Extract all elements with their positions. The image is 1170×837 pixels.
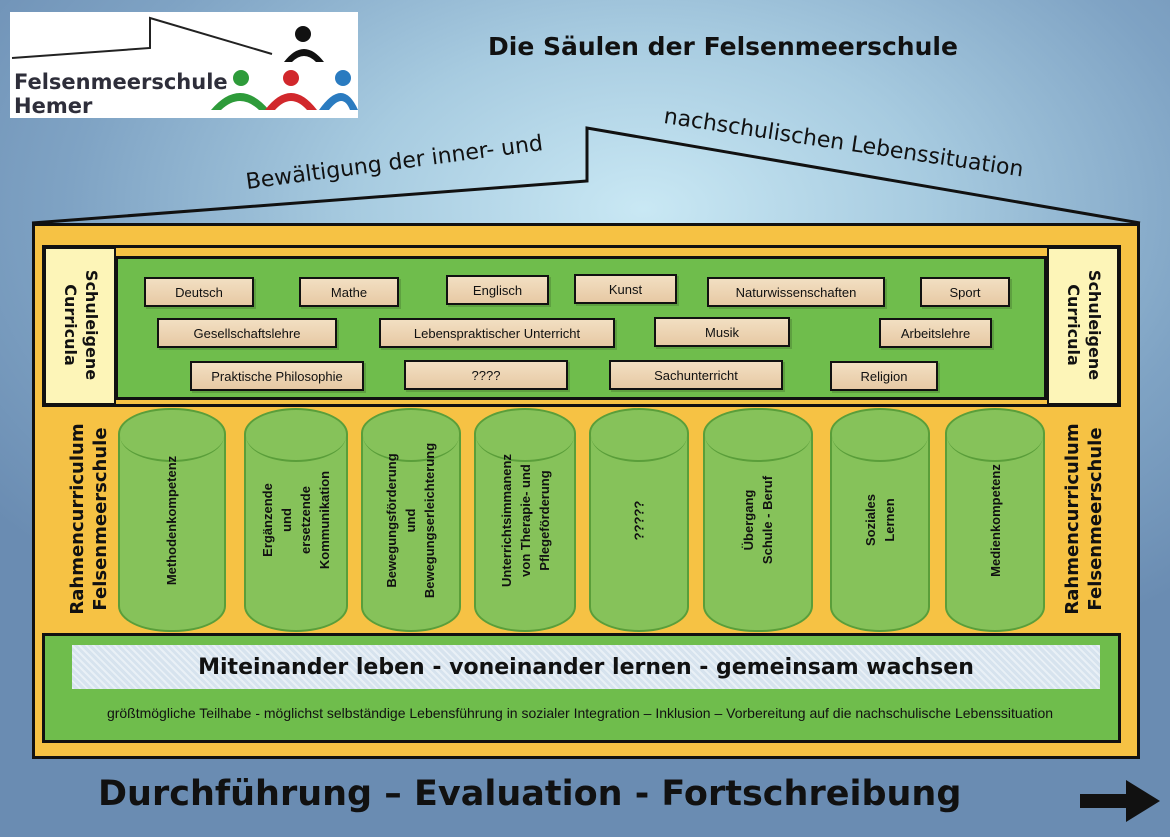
footer-process-text: Durchführung – Evaluation - Fortschreibu… [98,774,962,814]
subject-deutsch: Deutsch [144,277,254,307]
pillar-methodenkompetenz: Methodenkompetenz [118,408,226,632]
subject-musik: Musik [654,317,790,347]
curricula-row-frame [42,245,1121,407]
pillar-therapie-pflege: Unterrichtsimmanenz von Therapie- und Pf… [474,408,576,632]
subject-praktische-philosophie: Praktische Philosophie [190,361,364,391]
pillar-unknown: ????? [589,408,689,632]
goals-text: größtmögliche Teilhabe - möglichst selbs… [106,705,1054,721]
curricula-right-panel [1047,247,1119,405]
subject-gesellschaftslehre: Gesellschaftslehre [157,318,337,348]
school-logo: Felsenmeerschule Hemer [10,12,358,118]
subject-unknown: ???? [404,360,568,390]
curricula-left-panel [44,247,116,405]
motto-banner: Miteinander leben - voneinander lernen -… [72,645,1100,689]
subject-kunst: Kunst [574,274,677,304]
logo-graphic [11,16,358,110]
subject-arbeitslehre: Arbeitslehre [879,318,992,348]
pillar-medienkompetenz: Medienkompetenz [945,408,1045,632]
pillar-bewegungsfoerderung: Bewegungsförderung und Bewegungserleicht… [361,408,461,632]
subject-englisch: Englisch [446,275,549,305]
motto-text: Miteinander leben - voneinander lernen -… [198,654,974,680]
subject-lebenspraktischer-unterricht: Lebenspraktischer Unterricht [379,318,615,348]
subject-sport: Sport [920,277,1010,307]
subject-naturwissenschaften: Naturwissenschaften [707,277,885,307]
arrow-right-icon [1080,780,1160,822]
subject-mathe: Mathe [299,277,399,307]
pillar-soziales-lernen: Soziales Lernen [830,408,930,632]
subject-religion: Religion [830,361,938,391]
pillar-uebergang-schule-beruf: Übergang Schule - Beruf [703,408,813,632]
page-title: Die Säulen der Felsenmeerschule [488,32,958,61]
logo-text-line2: Hemer [14,94,93,118]
logo-text-line1: Felsenmeerschule [14,70,228,94]
subject-sachunterricht: Sachunterricht [609,360,783,390]
pillar-kommunikation: Ergänzende und ersetzende Kommunikation [244,408,348,632]
